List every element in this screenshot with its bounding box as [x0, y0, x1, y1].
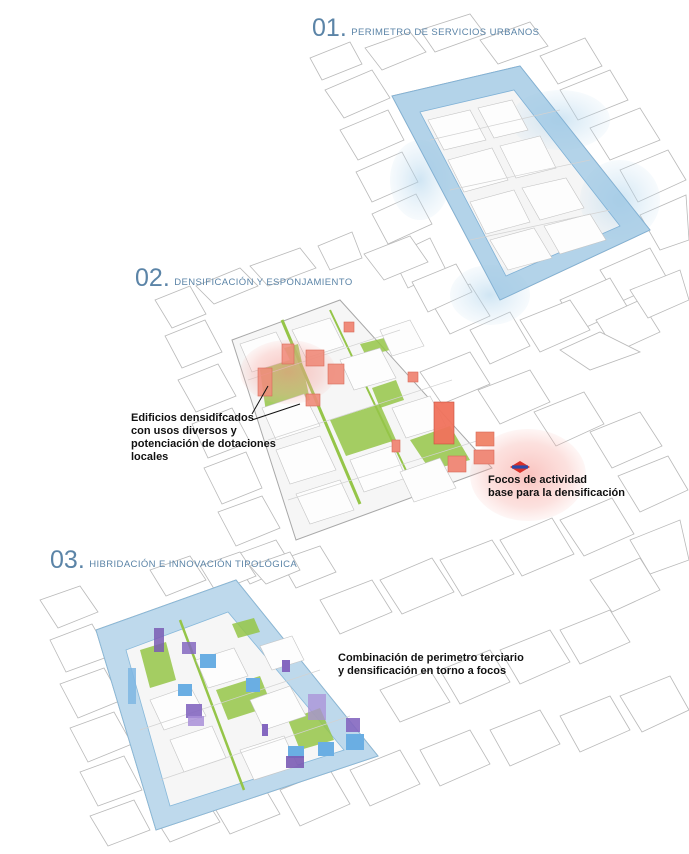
district-01-perimeter: [390, 65, 660, 325]
annotation-activity-focus: Focos de actividad base para la densific…: [488, 474, 625, 499]
district-02-densification: [231, 299, 586, 541]
hybrid-buildings: [128, 628, 364, 768]
section-title: HIBRIDACIÓN E INNOVACIÓN TIPOLÓGICA: [89, 559, 298, 570]
metro-station-icon: [510, 461, 530, 473]
densified-buildings: [257, 321, 495, 473]
annotation-densified-buildings: Edificios densidifcados con usos diverso…: [131, 412, 276, 463]
section-number: 01: [312, 14, 340, 42]
section-heading-01: 01. PERIMETRO DE SERVICIOS URBANOS: [312, 14, 540, 42]
section-heading-03: 03. HIBRIDACIÓN E INNOVACIÓN TIPOLÓGICA: [50, 546, 298, 574]
section-title: DENSIFICACIÓN Y ESPONJAMIENTO: [174, 277, 353, 288]
section-heading-02: 02. DENSIFICACIÓN Y ESPONJAMIENTO: [135, 264, 353, 292]
section-number: 02: [135, 264, 163, 292]
section-title: PERIMETRO DE SERVICIOS URBANOS: [351, 27, 540, 38]
district-03-hybridization: [95, 579, 379, 831]
surrounding-street-grid: [39, 13, 689, 847]
annotation-combination: Combinación de perimetro terciario y den…: [338, 652, 524, 677]
section-number: 03: [50, 546, 78, 574]
